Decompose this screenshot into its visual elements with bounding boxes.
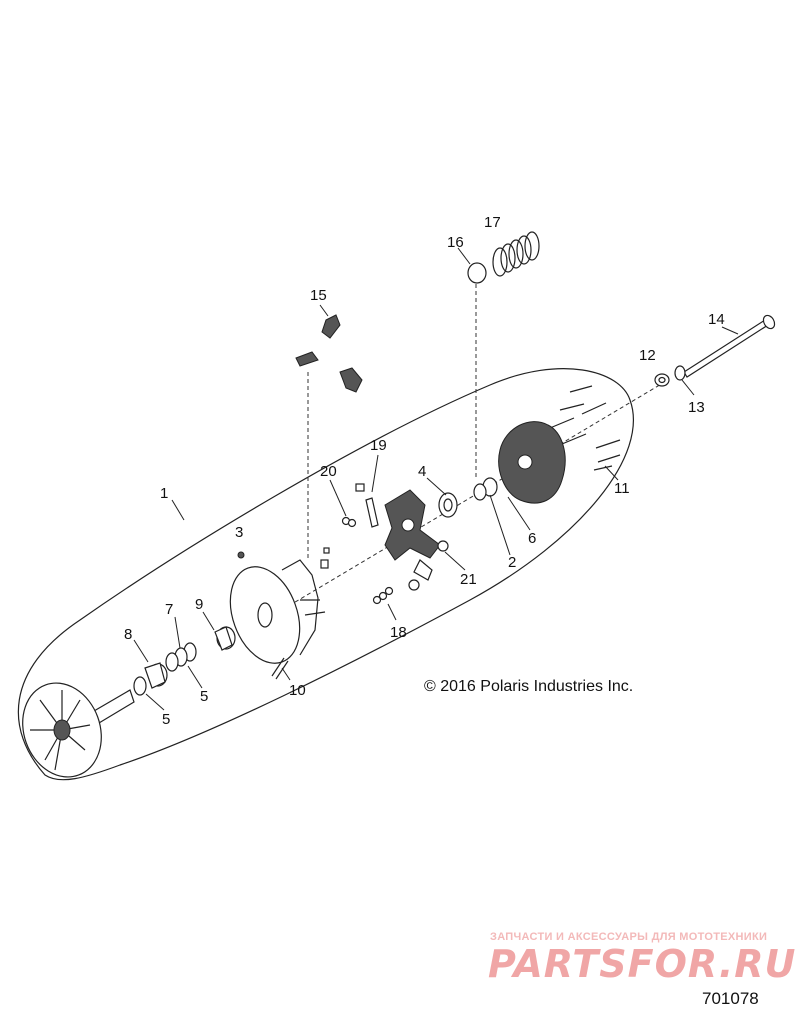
callout-14: 14 xyxy=(708,311,725,328)
callout-3: 3 xyxy=(235,524,243,541)
callout-21: 21 xyxy=(460,571,477,588)
leader-16 xyxy=(457,247,471,265)
part-washers-20 xyxy=(341,516,357,528)
callout-6: 6 xyxy=(528,530,536,547)
part-screw-3 xyxy=(237,551,245,559)
callout-12: 12 xyxy=(639,347,656,364)
callout-19: 19 xyxy=(370,437,387,454)
part-bushing-9 xyxy=(214,626,236,651)
part-sheave xyxy=(229,559,326,664)
part-fixed-sheave xyxy=(22,682,135,778)
leader-4 xyxy=(426,477,447,496)
assembly-outline xyxy=(17,368,635,781)
part-cover-6 xyxy=(498,421,566,504)
part-ring-5 xyxy=(133,676,147,696)
part-bushing-8 xyxy=(144,662,168,689)
part-nut-12 xyxy=(654,373,670,387)
leader-5a xyxy=(145,693,165,711)
leader-1 xyxy=(171,499,185,521)
callout-10: 10 xyxy=(289,682,306,699)
leader-20 xyxy=(329,479,347,517)
callout-9: 9 xyxy=(195,596,203,613)
callout-8: 8 xyxy=(124,626,132,643)
part-rollers-18 xyxy=(372,586,394,605)
copyright-notice: © 2016 Polaris Industries Inc. xyxy=(424,678,634,695)
callout-1: 1 xyxy=(160,485,168,502)
leader-21 xyxy=(444,551,466,571)
callout-17: 17 xyxy=(484,214,501,231)
part-block xyxy=(355,483,365,492)
leader-19 xyxy=(371,454,379,493)
callout-5b: 5 xyxy=(200,688,208,705)
leader-18 xyxy=(387,603,397,621)
callout-4: 4 xyxy=(418,463,426,480)
part-pin-19 xyxy=(365,497,379,528)
leader-9 xyxy=(202,611,215,631)
callout-16: 16 xyxy=(447,234,464,251)
leader-2 xyxy=(489,494,511,556)
callout-13: 13 xyxy=(688,399,705,416)
part-pin-10 xyxy=(271,657,289,680)
callout-7: 7 xyxy=(165,601,173,618)
part-washer-13 xyxy=(674,365,686,381)
leader-8 xyxy=(133,639,149,663)
callout-11: 11 xyxy=(614,480,630,497)
leader-6 xyxy=(507,496,531,531)
part-bolts-11 xyxy=(549,385,621,471)
diagram-code: 701078 xyxy=(702,989,759,1008)
leader-11 xyxy=(604,465,619,481)
part-spider-21 xyxy=(384,489,449,591)
leader-7 xyxy=(174,616,181,649)
watermark-brand: PARTSFOR.RU xyxy=(488,942,797,986)
part-ring-2b xyxy=(473,483,487,501)
leader-15 xyxy=(319,304,329,317)
callout-2: 2 xyxy=(508,554,516,571)
callout-18: 18 xyxy=(390,624,407,641)
part-spring-17 xyxy=(492,231,540,277)
leader-14 xyxy=(721,326,739,335)
part-weights-15 xyxy=(295,314,363,393)
part-bolt-14 xyxy=(683,314,776,378)
leader-13 xyxy=(681,379,695,396)
part-bushing-4 xyxy=(438,492,458,518)
part-ring-7c xyxy=(165,652,179,672)
watermark-tagline: ЗАПЧАСТИ И АКСЕССУАРЫ ДЛЯ МОТОТЕХНИКИ xyxy=(490,931,768,943)
axis-dash xyxy=(264,379,669,621)
callout-5a: 5 xyxy=(162,711,170,728)
part-slider-b xyxy=(323,547,330,554)
leader-10 xyxy=(281,667,291,681)
callout-20: 20 xyxy=(320,463,337,480)
callout-15: 15 xyxy=(310,287,327,304)
part-ring-16 xyxy=(467,262,487,284)
leader-5b xyxy=(187,665,203,689)
part-slider xyxy=(320,559,329,569)
